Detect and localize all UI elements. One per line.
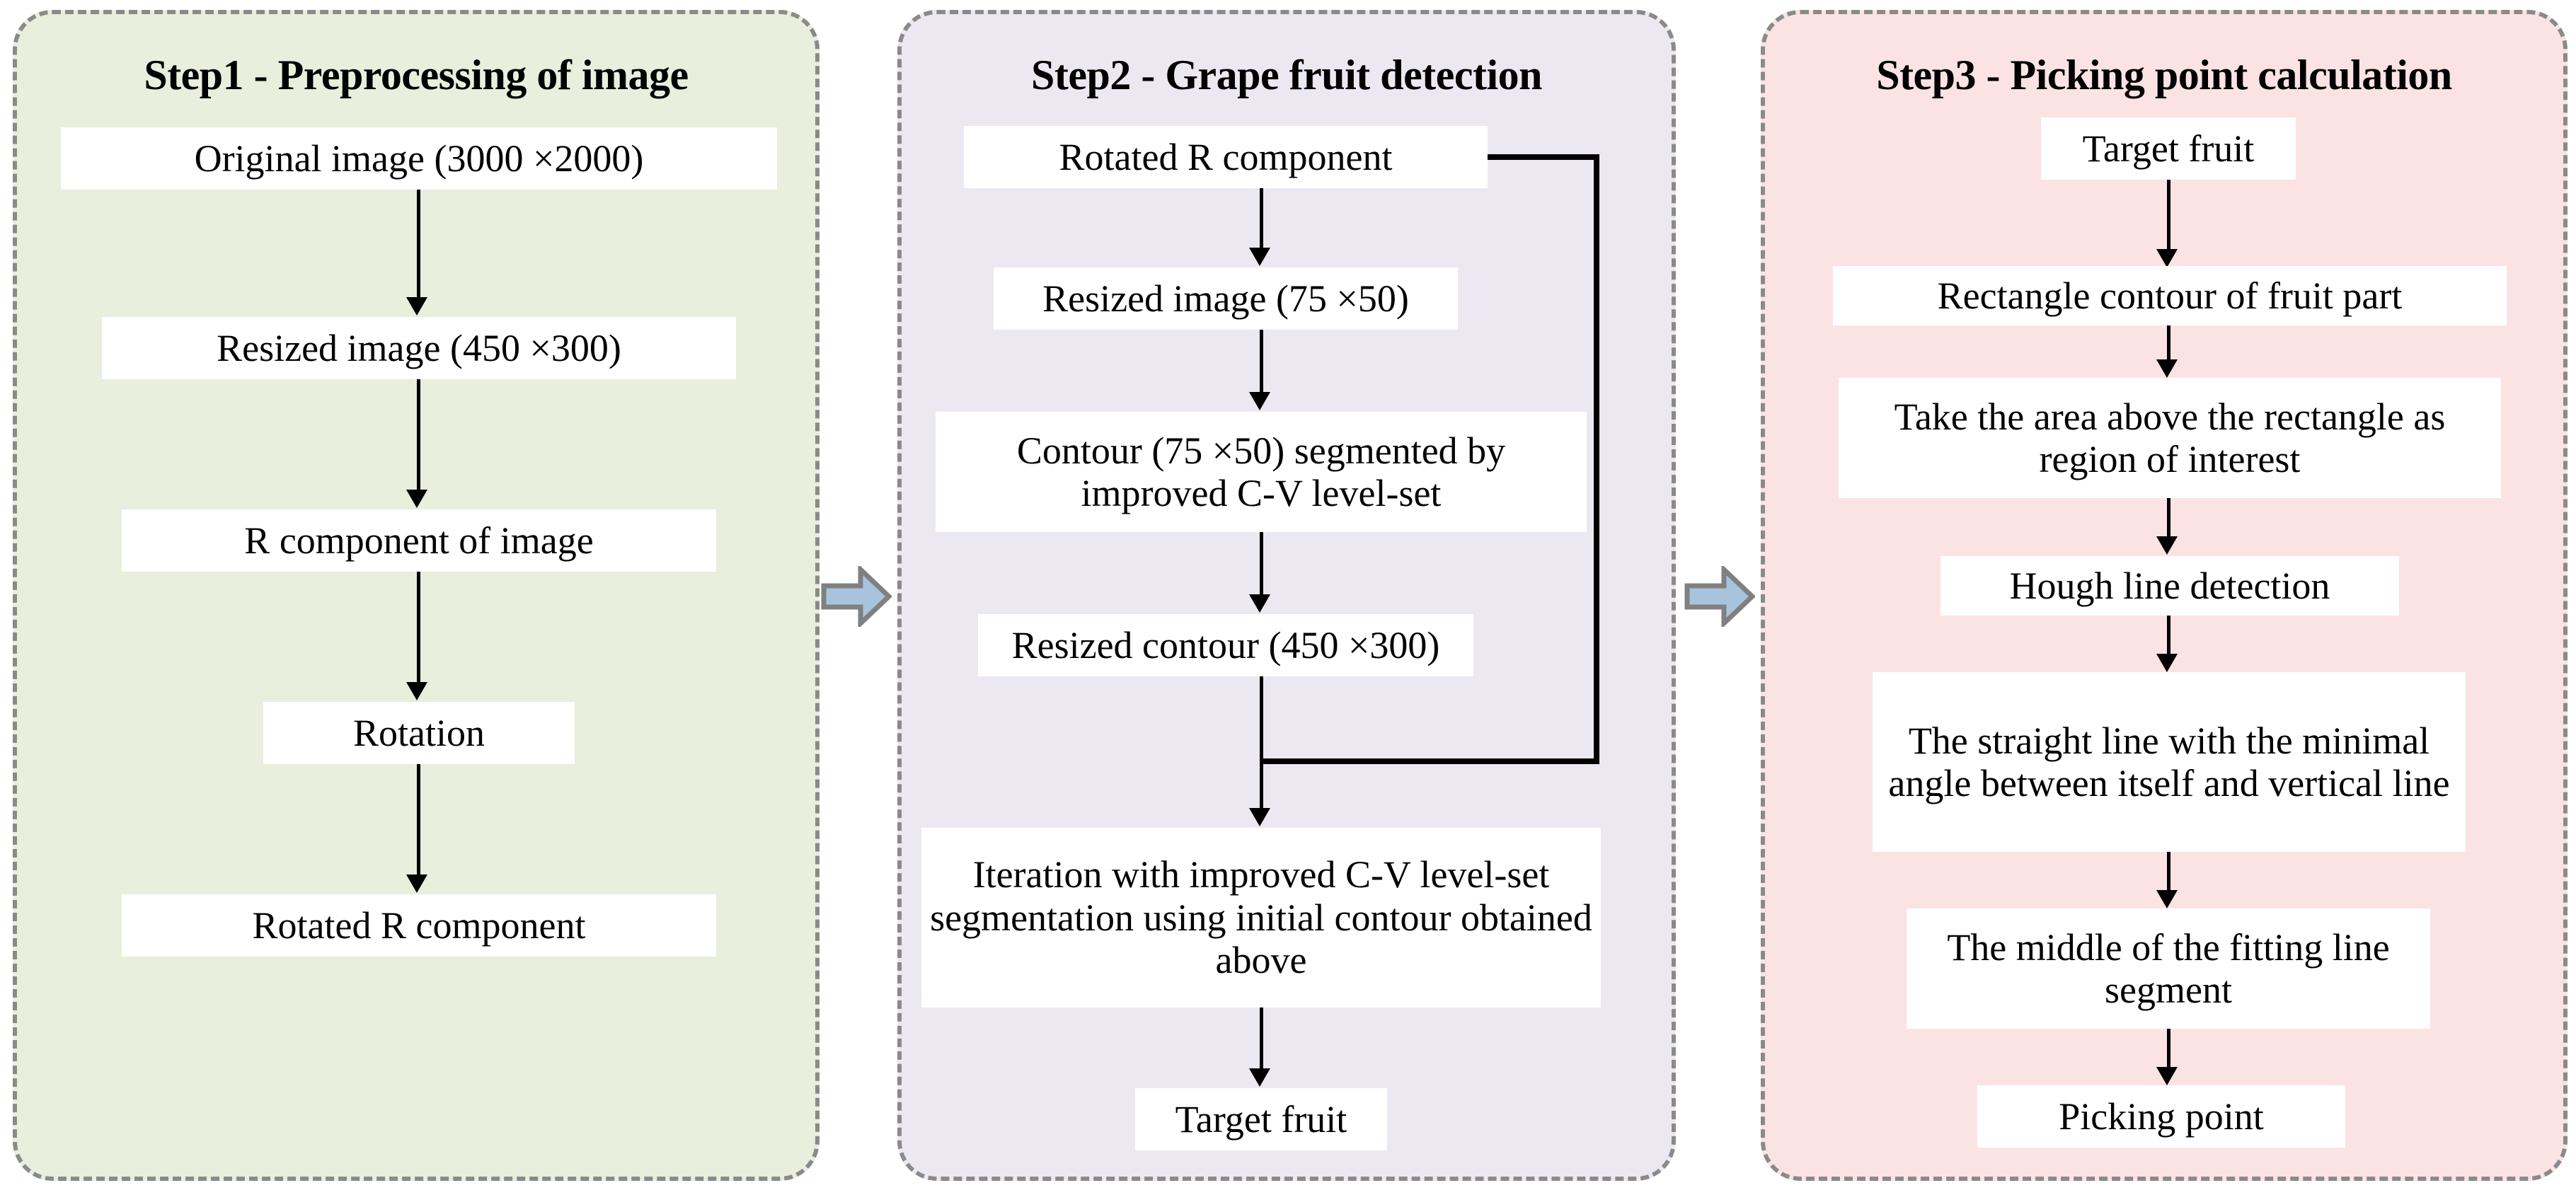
arrow-line — [1260, 532, 1263, 599]
node-contour-segmented: Contour (75 ×50) segmented by improved C… — [936, 412, 1587, 532]
arrow-head-icon — [1249, 248, 1270, 266]
node-original-image: Original image (3000 ×2000) — [61, 127, 777, 190]
arrow-head-icon — [1249, 594, 1270, 613]
node-resized-image-75x50: Resized image (75 ×50) — [994, 267, 1458, 330]
arrow-head-icon — [2156, 1067, 2178, 1085]
arrow-line — [417, 379, 420, 495]
node-picking-point: Picking point — [1977, 1085, 2345, 1148]
arrow-head-icon — [406, 297, 427, 316]
panel-step3: Step3 - Picking point calculation Target… — [1761, 10, 2568, 1181]
connector-arrow-step1-to-step2 — [821, 566, 892, 627]
arrow-line — [2167, 180, 2170, 253]
node-middle-of-fitting-line: The middle of the fitting line segment — [1907, 908, 2430, 1029]
node-rotation: Rotation — [263, 702, 575, 764]
arrow-head-icon — [1249, 808, 1270, 826]
node-target-fruit: Target fruit — [1135, 1088, 1387, 1150]
panel-step2: Step2 - Grape fruit detection Rotated R … — [897, 10, 1676, 1181]
arrow-line — [2167, 616, 2170, 658]
arrow-head-icon — [1249, 392, 1270, 410]
arrow-head-icon — [1249, 1068, 1270, 1087]
arrow-head-icon — [2156, 890, 2178, 908]
arrow-head-icon — [2156, 249, 2178, 267]
panel-step1-title: Step1 - Preprocessing of image — [144, 52, 689, 98]
node-resized-contour: Resized contour (450 ×300) — [978, 614, 1473, 676]
node-resized-image: Resized image (450 ×300) — [102, 317, 736, 379]
panel-step1: Step1 - Preprocessing of image Original … — [13, 10, 820, 1181]
arrow-line — [417, 572, 420, 688]
arrow-line — [1260, 330, 1263, 396]
feedback-line-top — [1488, 154, 1599, 160]
arrow-head-icon — [2156, 654, 2178, 672]
arrow-line — [1260, 676, 1263, 812]
node-region-of-interest: Take the area above the rectangle as reg… — [1839, 378, 2501, 498]
feedback-line-bottom — [1260, 758, 1599, 764]
arrow-head-icon — [406, 874, 427, 893]
panel-step3-title: Step3 - Picking point calculation — [1876, 52, 2452, 98]
arrow-line — [417, 764, 420, 880]
node-hough-line-detection: Hough line detection — [1940, 556, 2399, 616]
node-iteration-segmentation: Iteration with improved C-V level-set se… — [921, 828, 1601, 1008]
arrow-line — [2167, 498, 2170, 541]
node-straight-line-minimal-angle: The straight line with the minimal angle… — [1873, 672, 2466, 852]
arrow-line — [1260, 1008, 1263, 1073]
connector-arrow-step2-to-step3 — [1684, 566, 1755, 627]
panel-step2-title: Step2 - Grape fruit detection — [1030, 52, 1543, 98]
arrow-line — [2167, 852, 2170, 894]
arrow-line — [2167, 325, 2170, 364]
node-r-component: R component of image — [122, 509, 716, 572]
node-rotated-r-component: Rotated R component — [122, 894, 716, 957]
arrow-line — [2167, 1029, 2170, 1071]
arrow-head-icon — [2156, 359, 2178, 378]
node-target-fruit: Target fruit — [2041, 117, 2296, 180]
arrow-head-icon — [406, 490, 427, 508]
arrow-line — [1260, 188, 1263, 252]
arrow-head-icon — [2156, 536, 2178, 555]
node-rectangle-contour: Rectangle contour of fruit part — [1833, 266, 2507, 325]
arrow-head-icon — [406, 682, 427, 700]
feedback-line-right — [1594, 154, 1599, 764]
arrow-line — [417, 190, 420, 303]
node-rotated-r-component: Rotated R component — [964, 126, 1488, 188]
